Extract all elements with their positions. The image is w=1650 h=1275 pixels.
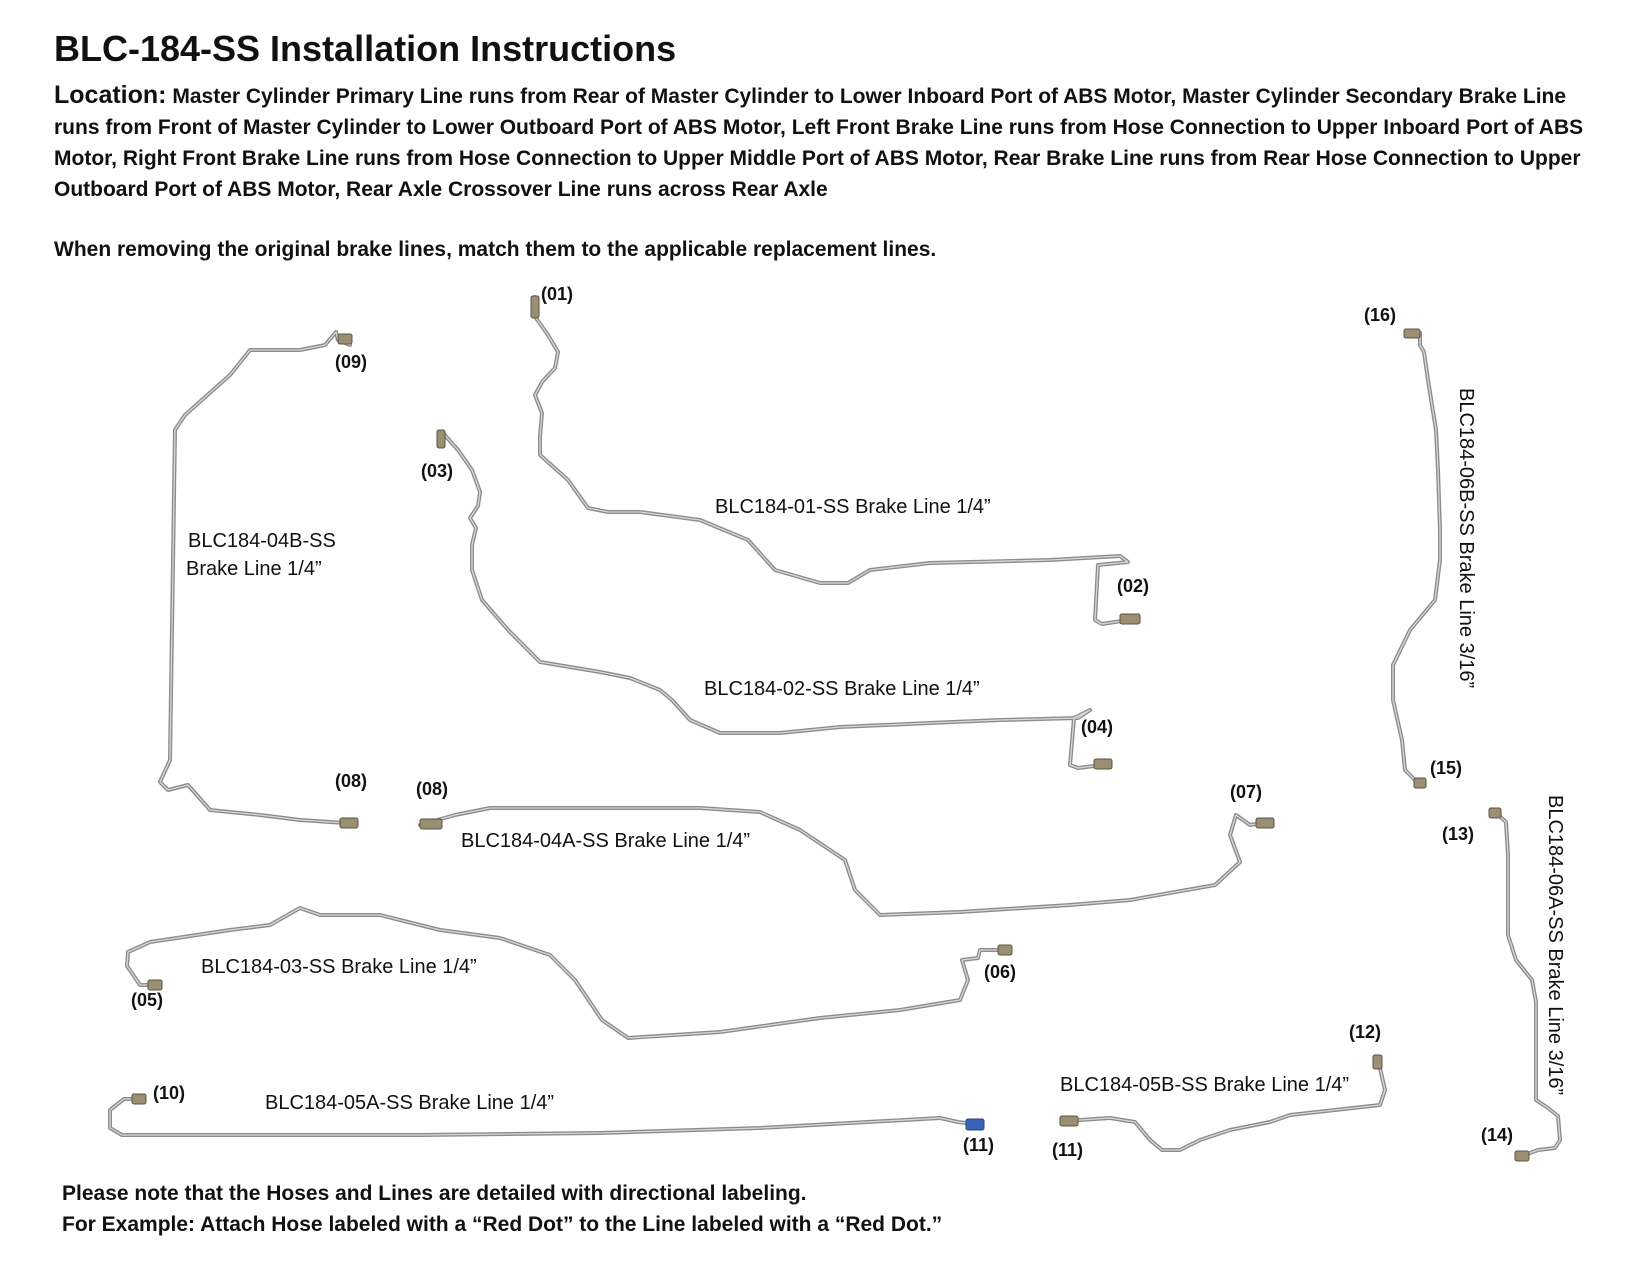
location-label: Location:	[54, 81, 167, 109]
port-label-13: (13)	[1442, 824, 1475, 844]
part-label-05a: BLC184-05A-SS Brake Line 1/4”	[265, 1092, 555, 1114]
location-paragraph: Location: Master Cylinder Primary Line r…	[54, 80, 1614, 205]
part-label-06a: BLC184-06A-SS Brake Line 3/16”	[1544, 795, 1566, 1096]
port-label-06: (06)	[984, 962, 1017, 982]
tube-nut-04	[1093, 758, 1113, 770]
port-label-08b: (08)	[416, 779, 449, 799]
tube-nut-16	[1403, 328, 1421, 339]
port-label-02: (02)	[1117, 576, 1150, 596]
location-text: Master Cylinder Primary Line runs from R…	[54, 85, 1584, 201]
tube-nut-11b	[1059, 1115, 1079, 1127]
part-label-03: BLC184-03-SS Brake Line 1/4”	[201, 956, 477, 978]
port-label-11b: (11)	[1052, 1140, 1084, 1160]
port-label-16: (16)	[1364, 305, 1397, 325]
tube-nut-03	[436, 429, 446, 449]
part-label-05b: BLC184-05B-SS Brake Line 1/4”	[1060, 1074, 1350, 1096]
brake-line-03	[125, 906, 1013, 1040]
brake-line-04b	[158, 330, 359, 829]
port-label-03: (03)	[421, 461, 454, 481]
brake-line-06b	[1391, 328, 1442, 789]
port-label-08a: (08)	[335, 771, 368, 791]
tube-nut-01	[530, 295, 540, 319]
port-label-05: (05)	[131, 990, 164, 1010]
port-label-12: (12)	[1349, 1022, 1382, 1042]
tube-nut-08a	[339, 817, 359, 829]
tube-nut-13	[1488, 807, 1502, 819]
port-label-01: (01)	[541, 284, 574, 304]
part-label-04b-line2: Brake Line 1/4”	[186, 558, 322, 580]
part-label-04b-line1: BLC184-04B-SS	[188, 530, 336, 552]
part-label-02: BLC184-02-SS Brake Line 1/4”	[704, 678, 980, 700]
brake-line-05b	[1059, 1054, 1387, 1152]
port-label-14: (14)	[1481, 1125, 1514, 1145]
footer-note: Please note that the Hoses and Lines are…	[62, 1178, 942, 1240]
part-label-06b: BLC184-06B-SS Brake Line 3/16”	[1455, 388, 1477, 689]
port-label-07: (07)	[1230, 782, 1263, 802]
brake-line-05a	[108, 1093, 985, 1137]
tube-nut-05	[147, 979, 163, 991]
tube-nut-09	[337, 333, 353, 345]
port-label-04: (04)	[1081, 717, 1114, 737]
part-label-01: BLC184-01-SS Brake Line 1/4”	[715, 496, 991, 518]
port-label-11a: (11)	[963, 1135, 995, 1155]
brake-line-06a	[1488, 807, 1562, 1162]
removing-note: When removing the original brake lines, …	[54, 238, 937, 261]
page-title: BLC-184-SS Installation Instructions	[54, 28, 677, 69]
brake-line-01	[530, 295, 1141, 626]
tube-nut-06	[997, 944, 1013, 956]
port-label-10: (10)	[153, 1083, 186, 1103]
tube-nut-02	[1119, 613, 1141, 625]
port-label-15: (15)	[1430, 758, 1463, 778]
footer-note-line1: Please note that the Hoses and Lines are…	[62, 1182, 807, 1205]
brake-line-04a	[418, 806, 1275, 917]
brake-line-02	[436, 429, 1113, 770]
tube-nut-14	[1514, 1150, 1530, 1162]
tube-nut-07	[1255, 817, 1275, 829]
tube-nut-12	[1372, 1054, 1383, 1070]
tube-nut-08b	[419, 818, 443, 830]
tube-nut-11a	[965, 1118, 985, 1131]
port-label-09: (09)	[335, 352, 368, 372]
tube-nut-15	[1413, 777, 1427, 789]
part-label-04a: BLC184-04A-SS Brake Line 1/4”	[461, 830, 751, 852]
tube-nut-10	[131, 1093, 147, 1105]
footer-note-line2: For Example: Attach Hose labeled with a …	[62, 1213, 943, 1236]
